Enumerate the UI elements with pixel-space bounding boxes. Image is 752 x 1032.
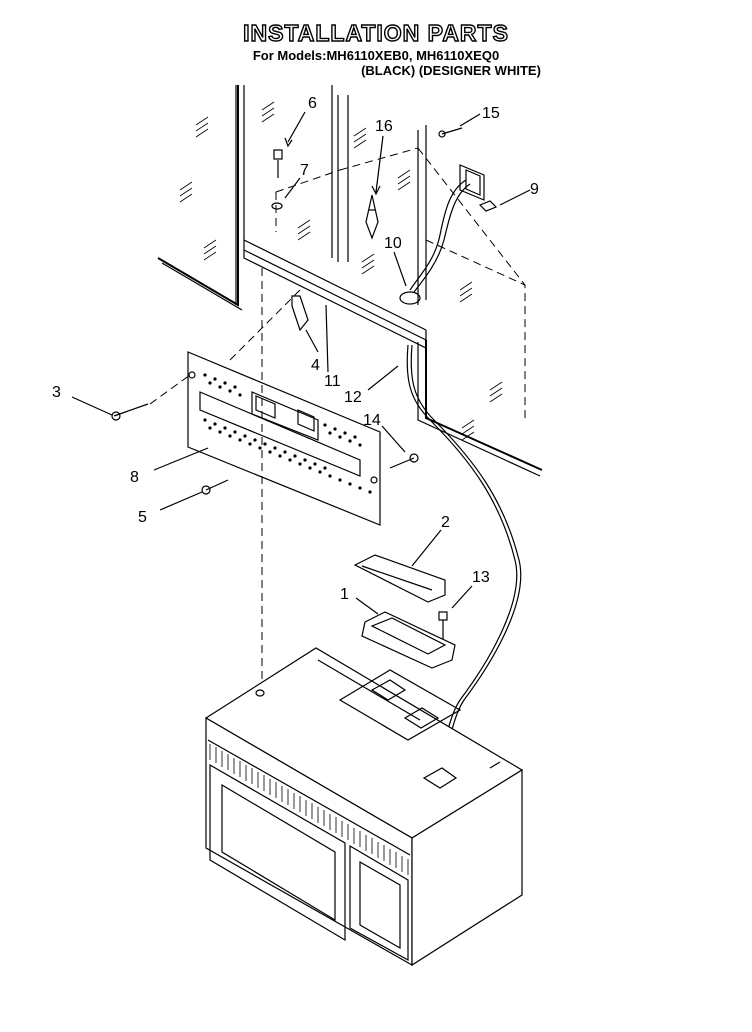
mounting-plate bbox=[187, 351, 381, 526]
damper-part-1 bbox=[361, 611, 456, 669]
clamp-part-9 bbox=[478, 200, 498, 212]
callout-12: 12 bbox=[344, 389, 362, 406]
bolt-part-5 bbox=[201, 479, 229, 495]
toggle-bolt-part-16 bbox=[365, 194, 379, 240]
damper-part-2 bbox=[353, 554, 446, 603]
callout-4: 4 bbox=[311, 357, 320, 374]
model-variants: (BLACK) (DESIGNER WHITE) bbox=[361, 63, 541, 78]
screw-part-6 bbox=[273, 149, 283, 178]
bolt-part-3 bbox=[111, 374, 191, 421]
callout-2: 2 bbox=[441, 514, 450, 531]
callout-5: 5 bbox=[138, 509, 147, 526]
callout-10: 10 bbox=[384, 235, 402, 252]
power-outlet bbox=[459, 164, 485, 201]
callout-14: 14 bbox=[363, 412, 381, 429]
callout-15: 15 bbox=[482, 105, 500, 122]
callout-6: 6 bbox=[308, 95, 317, 112]
spacer-part-4 bbox=[291, 295, 309, 332]
screw-part-15 bbox=[438, 127, 463, 138]
callout-1: 1 bbox=[340, 586, 349, 603]
callout-8: 8 bbox=[130, 469, 139, 486]
diagram-title: INSTALLATION PARTS bbox=[242, 19, 509, 46]
callout-7: 7 bbox=[300, 162, 309, 179]
callout-9: 9 bbox=[530, 181, 539, 198]
microwave-oven bbox=[204, 647, 524, 967]
cord-grommet bbox=[399, 291, 421, 305]
callout-16: 16 bbox=[375, 118, 393, 135]
callout-11: 11 bbox=[324, 373, 341, 390]
upper-cabinet bbox=[157, 85, 543, 477]
screw-part-13 bbox=[438, 611, 448, 640]
bolt-part-14 bbox=[389, 453, 419, 469]
callout-3: 3 bbox=[52, 384, 61, 401]
model-numbers: For Models:MH6110XEB0, MH6110XEQ0 bbox=[252, 48, 500, 63]
leader-lines bbox=[71, 111, 531, 615]
power-cord bbox=[406, 179, 522, 771]
callout-13: 13 bbox=[472, 569, 490, 586]
washer-part-7 bbox=[271, 202, 283, 210]
